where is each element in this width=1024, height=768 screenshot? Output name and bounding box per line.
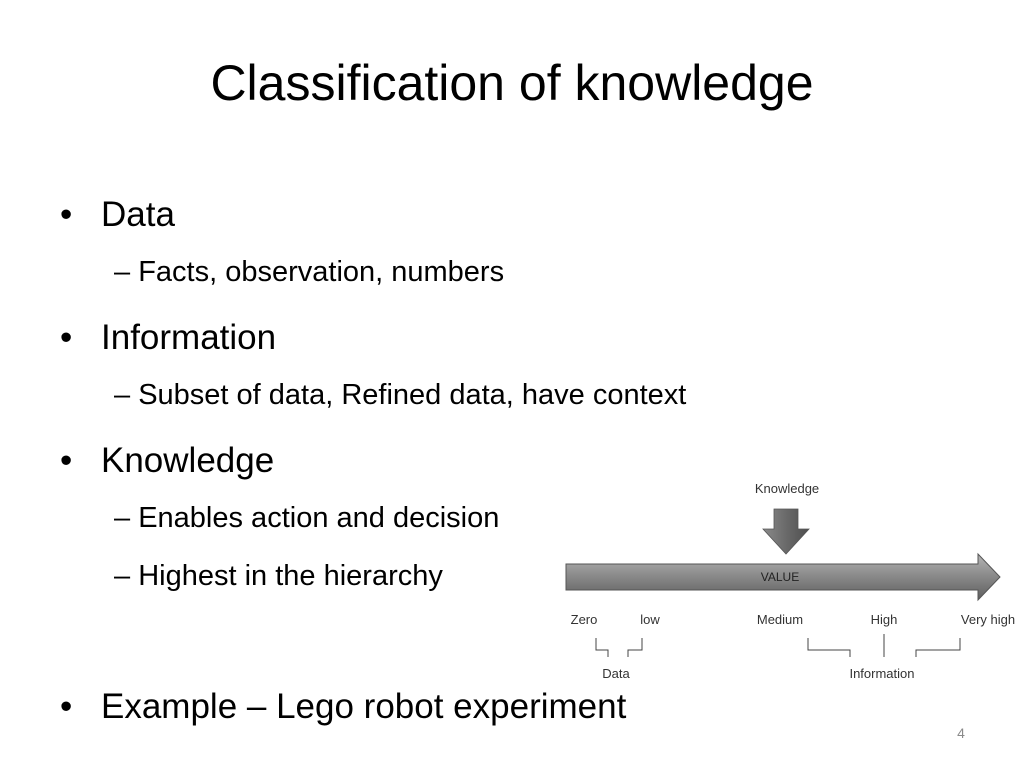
knowledge-label: Knowledge [755, 481, 819, 496]
dash-icon: – [114, 379, 131, 411]
value-arrow-label: VALUE [761, 570, 799, 584]
sub-bullet-label: Facts, observation, numbers [138, 256, 505, 288]
data-bracket-right [627, 638, 643, 657]
information-bracket-left [807, 638, 851, 657]
sub-bullet-label: Subset of data, Refined data, have conte… [138, 379, 687, 411]
scale-zero-label: Zero [571, 612, 598, 627]
bullet-label: Data [101, 195, 175, 234]
bullet-label: Information [101, 318, 277, 357]
scale-high-label: High [871, 612, 898, 627]
scale-low-label: low [640, 612, 660, 627]
information-bracket-right [915, 638, 961, 657]
data-group-label: Data [602, 666, 630, 681]
sub-bullet-information-definition: – Subset of data, Refined data, have con… [114, 381, 686, 410]
slide-title: Classification of knowledge [210, 55, 814, 111]
bullet-icon: • [60, 441, 73, 480]
dash-icon: – [114, 256, 131, 288]
slide-number: 4 [957, 725, 965, 741]
bullet-icon: • [60, 195, 73, 234]
sub-bullet-knowledge-hierarchy: – Highest in the hierarchy [114, 562, 443, 591]
bullet-label: Example – Lego robot experiment [101, 687, 627, 726]
sub-bullet-label: Highest in the hierarchy [138, 560, 443, 592]
data-bracket-left [595, 638, 609, 657]
value-arrow-icon [565, 552, 1001, 602]
dash-icon: – [114, 502, 131, 534]
value-diagram-svg: Knowledge VALUE Zero low Medium High Ver… [565, 481, 1015, 681]
scale-very-high-label: Very high [961, 612, 1015, 627]
information-group-label: Information [849, 666, 914, 681]
sub-bullet-data-definition: – Facts, observation, numbers [114, 258, 504, 287]
knowledge-down-arrow-icon [762, 508, 810, 555]
bullet-icon: • [60, 318, 73, 357]
dash-icon: – [114, 560, 131, 592]
sub-bullet-label: Enables action and decision [138, 502, 500, 534]
value-diagram: Knowledge VALUE Zero low Medium High Ver… [558, 472, 1024, 692]
scale-medium-label: Medium [757, 612, 803, 627]
sub-bullet-knowledge-action: – Enables action and decision [114, 504, 499, 533]
bullet-label: Knowledge [101, 441, 275, 480]
bullet-icon: • [60, 687, 73, 726]
